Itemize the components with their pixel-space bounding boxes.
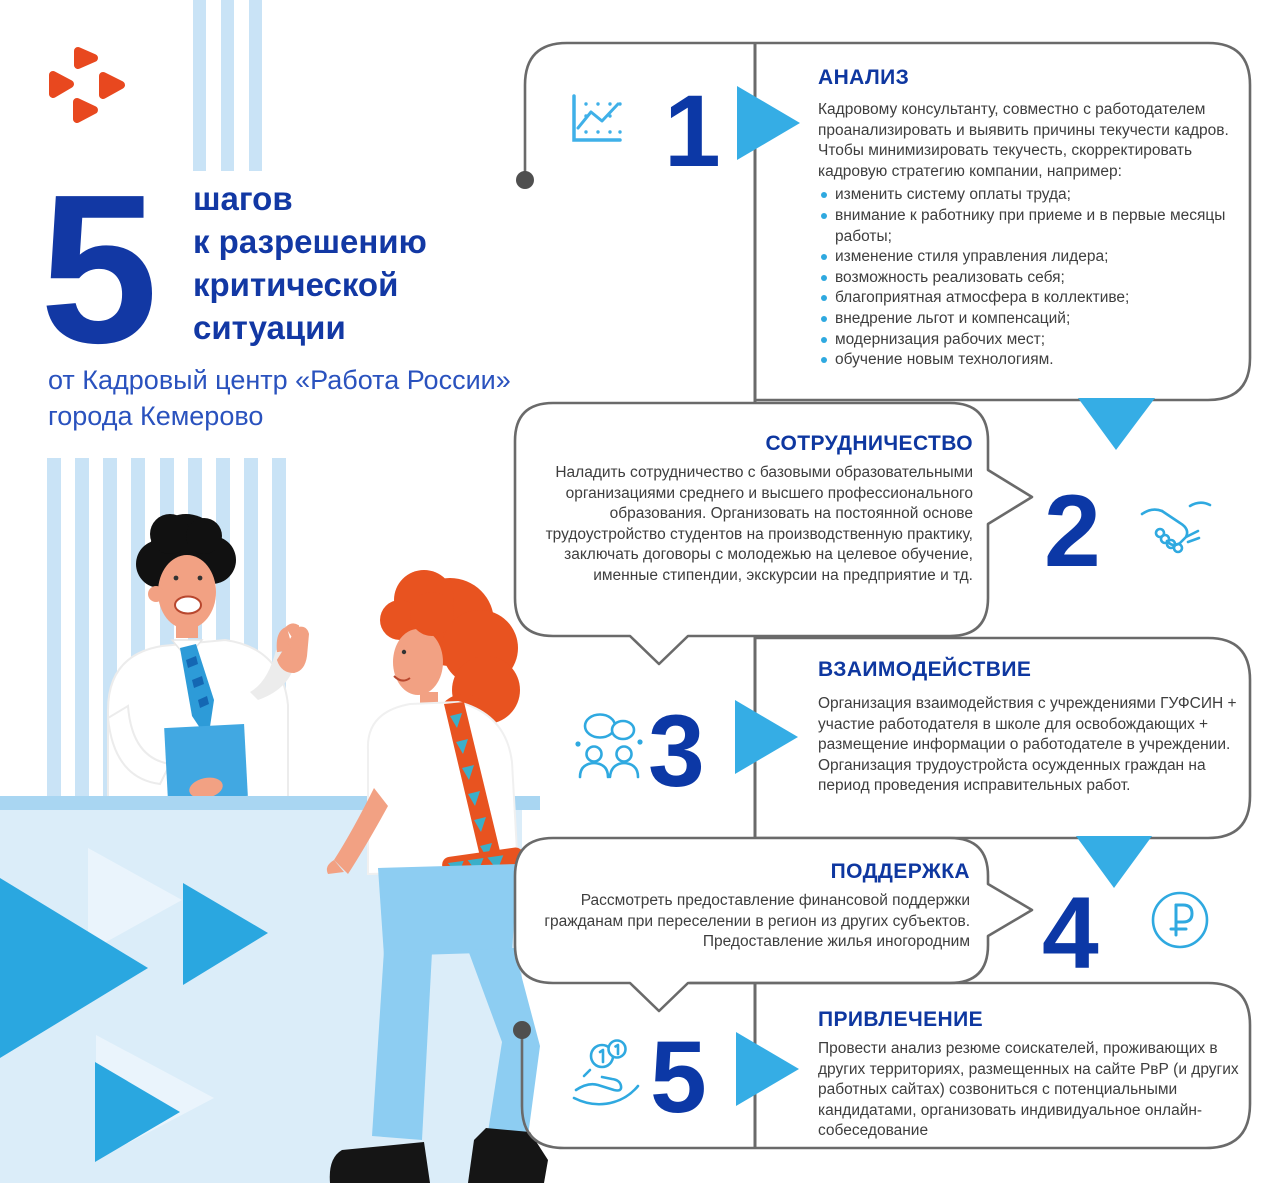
handshake-icon [1140,501,1212,554]
step1-block: АНАЛИЗ Кадровому консультанту, совместно… [818,66,1252,371]
man-consultant-illustration [106,514,310,801]
line-chart-icon [572,94,622,142]
step2-title: СОТРУДНИЧЕСТВО [765,432,973,455]
step3-number: 3 [648,694,705,808]
step3-block: ВЗАИМОДЕЙСТВИЕ Организация взаимодействи… [818,658,1254,797]
bullet-item: изменить систему оплаты труда; [818,185,1252,206]
step5-block: ПРИВЛЕЧЕНИЕ Провести анализ резюме соиск… [818,1008,1246,1142]
flow-arrow-right-step5 [736,1032,799,1106]
step5-text: Провести анализ резюме соискателей, прож… [818,1040,1239,1140]
step1-intro: Кадровому консультанту, совместно с рабо… [818,101,1229,180]
flow-arrow-down-step2 [1078,398,1155,450]
bullet-item: внедрение льгот и компенсаций; [818,309,1252,330]
step3-outline [755,636,1252,840]
top-stripes-decoration [193,0,262,171]
bullet-item: благоприятная атмосфера в коллективе; [818,288,1252,309]
step2-text: Наладить сотрудничество с базовыми образ… [545,464,973,585]
rabota-rossii-logo [49,47,125,123]
ruble-coin-icon [1151,891,1209,949]
page-subtitle: от Кадровый центр «Работа России» города… [48,365,511,431]
bullet-item: возможность реализовать себя; [818,268,1252,289]
bullet-item: внимание к работнику при приеме и в перв… [818,206,1252,247]
bullet-item: модернизация рабочих мест; [818,330,1252,351]
header-big-number: 5 [40,150,158,387]
step1-outline [523,41,1252,402]
step4-number: 4 [1042,876,1099,990]
page-title: шагов к разрешению критической ситуации [193,180,427,346]
step4-title: ПОДДЕРЖКА [830,860,970,883]
connector-dot-top [516,171,534,189]
people-conversation-icon [575,713,643,779]
step5-outline [520,981,1252,1150]
step1-title: АНАЛИЗ [818,66,910,89]
step1-bullet-list: изменить систему оплаты труда; внимание … [818,185,1252,370]
bullet-item: обучение новым технологиям. [818,350,1252,371]
desk-triangles-decoration [0,878,268,1162]
step2-bubble-outline [513,401,1034,666]
flow-arrow-down-step4 [1076,836,1152,888]
step2-block: СОТРУДНИЧЕСТВО Наладить сотрудничество с… [535,432,973,587]
step1-number: 1 [664,74,721,188]
step3-title: ВЗАИМОДЕЙСТВИЕ [818,658,1032,681]
connector-dot-bottom [513,1021,531,1039]
flow-arrow-right-step3 [735,700,798,774]
bullet-item: изменение стиля управления лидера; [818,247,1252,268]
step4-text: Рассмотреть предоставление финансовой по… [544,892,970,951]
woman-visitor-illustration [326,570,548,1183]
step5-title: ПРИВЛЕЧЕНИЕ [818,1008,984,1031]
hand-coins-icon [572,1039,640,1106]
step4-block: ПОДДЕРЖКА Рассмотреть предоставление фин… [532,860,970,953]
step5-number: 5 [650,1020,707,1134]
step2-number: 2 [1044,474,1101,588]
step3-text: Организация взаимодействия с учреждениям… [818,695,1237,795]
flow-arrow-right-step1 [737,86,800,160]
